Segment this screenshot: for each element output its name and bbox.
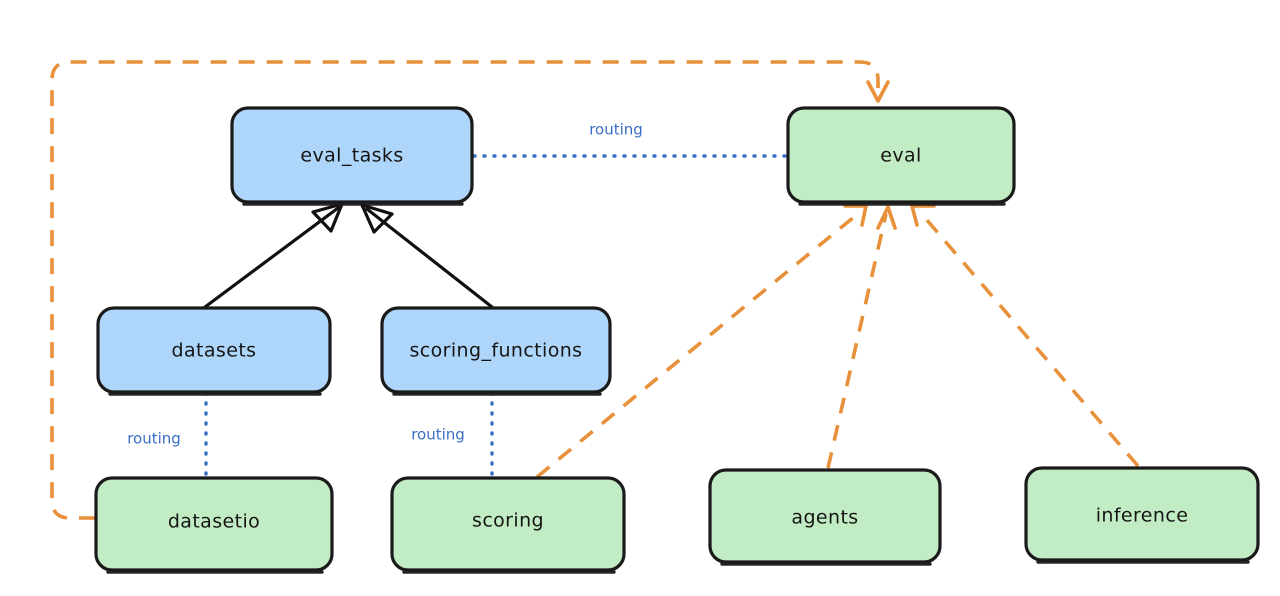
node-inference-shape[interactable] [1024,466,1260,562]
edge-label-routing-eval-tasks: routing [589,121,643,139]
arrowhead-scoring-functions-eval-tasks [360,203,394,234]
arrowhead-agents-eval [876,205,897,230]
edge-path-datasetio-eval [50,60,880,520]
edge-path-inference-eval [918,210,1140,468]
arrowhead-datasetio-eval [866,80,890,103]
edge-scoring_functions-to-eval_tasks [360,203,494,309]
edge-group-solid [203,202,494,309]
edge-label-group: routing routing routing [127,121,643,448]
node-agents[interactable]: agents [708,468,942,566]
node-eval[interactable]: eval [786,106,1016,206]
node-eval_tasks-label: eval_tasks [300,145,403,167]
node-inference-label: inference [1096,505,1189,527]
edge-group-routing [204,154,788,479]
edge-datasetio-to-eval [50,60,890,520]
edge-agents-to-eval [826,205,897,469]
node-datasets-label: datasets [172,340,257,362]
node-scoring_functions-label: scoring_functions [410,340,583,362]
edge-label-routing-datasets: routing [127,430,181,448]
node-scoring_functions[interactable]: scoring_functions [380,306,612,396]
node-inference[interactable]: inference [1024,466,1260,564]
edge-path-datasets-eval-tasks [203,206,340,309]
node-eval_tasks[interactable]: eval_tasks [230,106,474,206]
node-datasetio-label: datasetio [168,511,260,533]
node-scoring-shape[interactable] [390,476,626,572]
arrowhead-datasets-eval-tasks [311,202,344,233]
edge-scoring-to-eval [535,204,868,479]
arrowhead-scoring-eval [843,204,868,227]
node-group: eval_tasks eval datasets scoring_functio… [94,106,1260,574]
node-eval-label: eval [880,145,921,167]
node-scoring_functions-shape[interactable] [380,306,612,394]
node-datasetio[interactable]: datasetio [94,476,334,574]
edge-inference-to-eval [910,204,1140,468]
node-datasets-shape[interactable] [96,306,332,394]
node-agents-label: agents [791,507,858,529]
node-scoring-label: scoring [472,510,544,532]
node-eval_tasks-shape[interactable] [230,106,474,204]
edge-path-scoring-functions-eval-tasks [365,207,494,309]
arrowhead-inference-eval [910,204,936,227]
edge-group-dependencies [50,60,1140,520]
edge-path-agents-eval [826,213,888,469]
node-datasetio-shape[interactable] [94,476,334,572]
node-agents-shape[interactable] [708,468,942,564]
node-eval-shape[interactable] [786,106,1016,204]
edge-path-scoring-eval [535,210,862,479]
edge-datasets-to-eval_tasks [203,202,344,309]
node-scoring[interactable]: scoring [390,476,626,574]
edge-label-routing-scoring-functions: routing [411,426,465,444]
node-datasets[interactable]: datasets [96,306,332,396]
